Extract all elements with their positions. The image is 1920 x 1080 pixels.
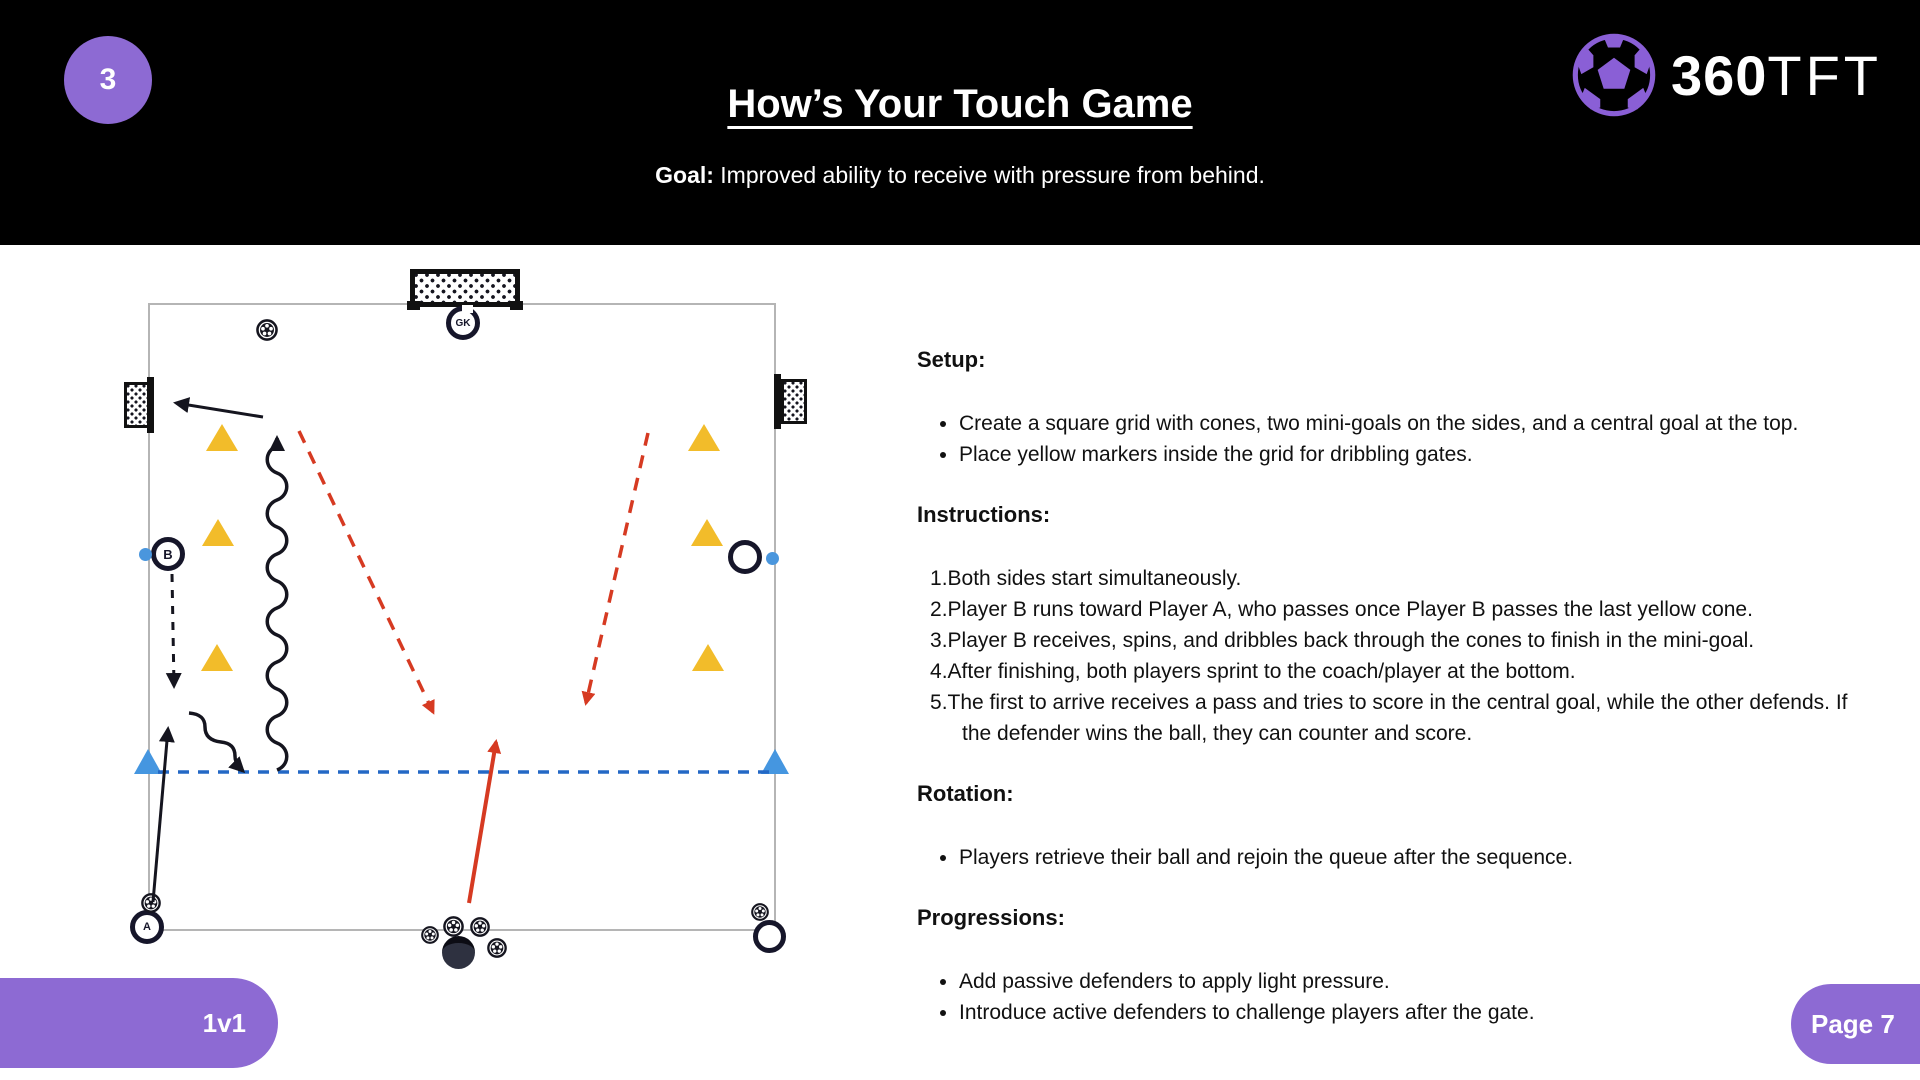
instructions-heading: Instructions: bbox=[917, 502, 1051, 527]
list-item: Both sides start simultaneously. bbox=[947, 567, 1242, 590]
mini-goal-left-post bbox=[147, 377, 154, 433]
mini-goal-right bbox=[781, 379, 807, 424]
yellow-cone bbox=[688, 424, 720, 451]
list-item: Introduce active defenders to challenge … bbox=[959, 997, 1877, 1028]
player-b-marker: B bbox=[151, 537, 185, 571]
ball-icon bbox=[256, 319, 278, 341]
yellow-cone bbox=[201, 644, 233, 671]
goal-subtitle: Goal: Improved ability to receive with p… bbox=[0, 162, 1920, 189]
right-side-player-marker bbox=[728, 540, 762, 574]
progressions-list: Add passive defenders to apply light pre… bbox=[917, 966, 1877, 1028]
list-item: Players retrieve their ball and rejoin t… bbox=[959, 842, 1877, 873]
yellow-cone bbox=[692, 644, 724, 671]
page-number: Page 7 bbox=[1811, 1008, 1895, 1039]
format-tag: 1v1 bbox=[202, 1007, 246, 1038]
list-item: Player B runs toward Player A, who passe… bbox=[947, 598, 1753, 621]
session-number-badge: 3 bbox=[64, 36, 152, 124]
instructions-list: Both sides start simultaneously. Player … bbox=[930, 563, 1877, 749]
list-item: After finishing, both players sprint to … bbox=[947, 660, 1576, 683]
rotation-heading: Rotation: bbox=[917, 781, 1014, 806]
setup-heading: Setup: bbox=[917, 347, 986, 372]
list-item: Player B receives, spins, and dribbles b… bbox=[947, 629, 1755, 652]
goal-text: Improved ability to receive with pressur… bbox=[713, 162, 1265, 188]
logo-360: 360 bbox=[1670, 43, 1768, 107]
yellow-cone bbox=[691, 519, 723, 546]
logo-tft: TFT bbox=[1767, 43, 1882, 107]
player-b-label: B bbox=[163, 546, 173, 562]
ball-icon bbox=[421, 926, 439, 944]
ball-icon bbox=[470, 917, 490, 937]
goal-label: Goal: bbox=[655, 162, 714, 188]
rotation-list: Players retrieve their ball and rejoin t… bbox=[917, 842, 1877, 873]
blue-cone bbox=[134, 749, 162, 774]
mini-goal-right-post bbox=[774, 374, 781, 429]
yellow-cone bbox=[206, 424, 238, 451]
header: 3 How’s Your Touch Game Goal: Improved a… bbox=[0, 0, 1920, 245]
ball-icon bbox=[141, 893, 161, 913]
queue-player-marker bbox=[753, 920, 786, 953]
list-item: Add passive defenders to apply light pre… bbox=[959, 966, 1877, 997]
setup-list: Create a square grid with cones, two min… bbox=[917, 408, 1877, 470]
soccer-ball-icon bbox=[1572, 33, 1656, 117]
brand-logo: 360TFT bbox=[1571, 32, 1882, 118]
ball-icon bbox=[487, 938, 507, 958]
mini-goal-left bbox=[124, 382, 150, 428]
yellow-cone bbox=[202, 519, 234, 546]
field-grid bbox=[148, 303, 776, 931]
coach-marker bbox=[442, 936, 475, 969]
blue-start-dot bbox=[766, 552, 779, 565]
list-item: The first to arrive receives a pass and … bbox=[947, 691, 1848, 745]
blue-start-dot bbox=[139, 548, 152, 561]
instructions-panel: Setup: Create a square grid with cones, … bbox=[917, 347, 1877, 1060]
page-number-pill: Page 7 bbox=[1791, 984, 1920, 1064]
goalkeeper-marker: GK bbox=[446, 305, 480, 340]
ball-icon bbox=[751, 903, 769, 921]
central-goal bbox=[407, 269, 523, 310]
gk-ring-notch bbox=[462, 305, 473, 313]
goalkeeper-label: GK bbox=[455, 317, 471, 329]
page-title: How’s Your Touch Game bbox=[727, 82, 1193, 126]
list-item: Place yellow markers inside the grid for… bbox=[959, 439, 1877, 470]
player-a-label: A bbox=[143, 921, 151, 933]
blue-cone bbox=[761, 749, 789, 774]
list-item: Create a square grid with cones, two min… bbox=[959, 408, 1877, 439]
ball-icon bbox=[443, 916, 464, 937]
player-a-marker: A bbox=[130, 910, 164, 944]
logo-wordmark: 360TFT bbox=[1671, 43, 1882, 108]
progressions-heading: Progressions: bbox=[917, 905, 1065, 930]
format-tag-pill: 1v1 bbox=[0, 978, 278, 1068]
